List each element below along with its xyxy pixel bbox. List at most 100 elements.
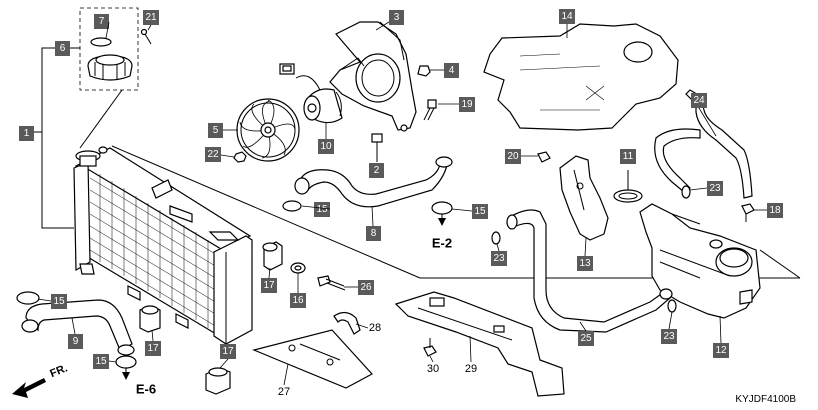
callout-12: 12 (713, 343, 729, 358)
reservoir-tank (639, 203, 761, 319)
callout-4: 4 (444, 63, 459, 78)
clamp-15-lower-b (115, 355, 137, 380)
callout-16-a: 16 (290, 293, 306, 308)
screw-21 (140, 28, 152, 45)
diagram-code: KYJDF4100B (735, 394, 796, 405)
radiator (73, 146, 253, 345)
callout-23-b: 23 (491, 251, 507, 266)
hose-25 (506, 209, 673, 333)
callout-25: 25 (578, 331, 594, 346)
svg-text:5: 5 (213, 125, 219, 136)
svg-text:14: 14 (561, 11, 573, 22)
callout-15-b: 15 (472, 204, 488, 219)
callout-9: 9 (68, 334, 83, 349)
callout-20: 20 (505, 149, 521, 164)
callout-24: 24 (691, 93, 707, 108)
svg-text:17: 17 (222, 346, 234, 357)
svg-text:13: 13 (579, 258, 591, 269)
leader-lines (37, 21, 767, 386)
svg-text:15: 15 (95, 356, 107, 367)
svg-text:2: 2 (374, 165, 380, 176)
collar-16-a (290, 262, 306, 274)
svg-text:16: 16 (292, 295, 304, 306)
clip-2 (371, 133, 383, 162)
callout-11: 11 (620, 149, 636, 164)
callout-21: 21 (143, 10, 159, 25)
cover-14 (483, 23, 679, 131)
fan-shroud (329, 21, 417, 132)
callout-7: 7 (94, 14, 109, 29)
heat-shield-27 (252, 329, 373, 389)
fan-assembly (236, 98, 300, 162)
bolt-19 (423, 99, 437, 121)
bolt-30 (423, 338, 437, 357)
bolt-26 (317, 275, 346, 291)
radiator-cap (87, 37, 133, 81)
svg-text:7: 7 (99, 16, 105, 27)
svg-text:22: 22 (207, 149, 219, 160)
callout-5: 5 (208, 123, 223, 138)
svg-text:1: 1 (24, 128, 30, 139)
svg-text:9: 9 (73, 336, 79, 347)
svg-text:23: 23 (493, 253, 505, 264)
svg-text:24: 24 (693, 95, 705, 106)
svg-text:12: 12 (715, 345, 727, 356)
screw-4 (417, 65, 431, 77)
svg-text:15: 15 (53, 296, 65, 307)
hose-9 (21, 299, 135, 356)
callout-17-a: 17 (261, 278, 277, 293)
cap-group-outline (79, 7, 139, 91)
svg-text:6: 6 (60, 43, 66, 54)
callout-17-b: 17 (145, 341, 161, 356)
callout-22: 22 (205, 147, 221, 162)
callout-3: 3 (389, 10, 404, 25)
callout-8: 8 (366, 226, 381, 241)
screw-18 (741, 203, 755, 222)
callout-2: 2 (369, 163, 384, 178)
rubber-17-a (262, 241, 283, 271)
group-bracket-1 (34, 47, 80, 229)
rubber-17-b (139, 305, 161, 333)
label-27: 27 (278, 386, 290, 398)
callout-19: 19 (459, 97, 475, 112)
svg-text:23: 23 (709, 183, 721, 194)
callout-23-a: 23 (707, 181, 723, 196)
callout-17-c: 17 (220, 344, 236, 359)
svg-text:25: 25 (580, 333, 592, 344)
bracket-13 (559, 155, 609, 241)
bracket-29 (394, 291, 565, 397)
label-28: 28 (369, 322, 381, 334)
callout-15-d: 15 (93, 354, 109, 369)
callout-18: 18 (767, 203, 783, 218)
svg-text:18: 18 (769, 205, 781, 216)
callout-23-c: 23 (661, 329, 677, 344)
front-direction-label: FR. (48, 362, 69, 380)
svg-text:17: 17 (263, 280, 275, 291)
clip-23-mid (491, 231, 501, 245)
callout-10: 10 (318, 139, 334, 154)
reference-e2: E-2 (432, 236, 452, 251)
svg-text:21: 21 (145, 12, 157, 23)
callout-15-c: 15 (51, 294, 67, 309)
callout-1: 1 (19, 126, 34, 141)
bolt-20 (537, 151, 551, 163)
rubber-17-c (205, 367, 231, 395)
hose-24 (654, 89, 753, 199)
leader-line (111, 145, 421, 279)
label-30: 30 (427, 363, 439, 375)
callout-26: 26 (358, 280, 374, 295)
clamp-15-lower-a (16, 291, 40, 305)
nut-22 (233, 151, 247, 163)
clip-28 (333, 311, 361, 335)
svg-text:17: 17 (147, 343, 159, 354)
fan-motor (279, 63, 343, 124)
reference-e6: E-6 (136, 382, 156, 397)
callout-14: 14 (559, 9, 575, 24)
svg-text:23: 23 (663, 331, 675, 342)
clamp-23-upper (681, 185, 691, 199)
svg-text:26: 26 (360, 282, 372, 293)
svg-text:19: 19 (461, 99, 473, 110)
svg-text:20: 20 (507, 151, 519, 162)
